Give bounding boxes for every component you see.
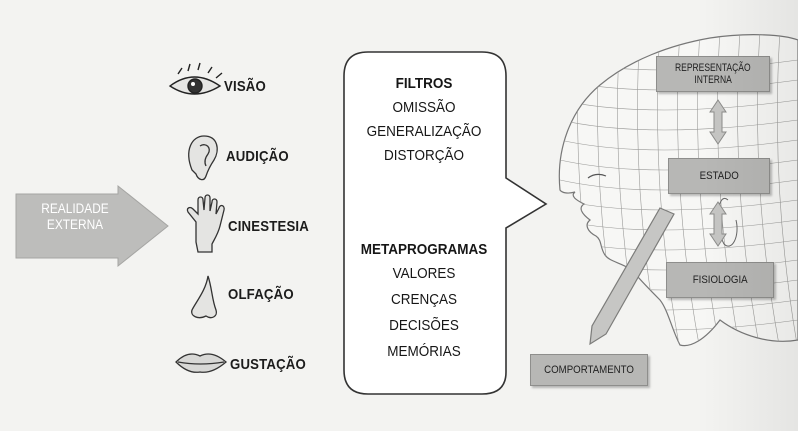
filter-item-crencas: CRENÇAS [390,291,458,308]
internal-representation-line2: INTERNA [694,74,732,86]
external-reality-line2: EXTERNA [46,216,104,232]
behavior-arrow [589,207,675,346]
filter-item-decisoes: DECISÕES [389,317,459,334]
sense-label-visao: VISÃO [224,78,266,95]
external-reality-label: REALIDADE EXTERNA [28,200,122,232]
filter-item-valores: VALORES [392,265,456,282]
physiology-box: FISIOLOGIA [666,262,774,298]
filter-box [343,51,548,395]
sense-label-cinestesia: CINESTESIA [228,218,309,235]
metaprogramas-heading: METAPROGRAMAS [360,241,488,258]
internal-representation-box: REPRESENTAÇÃO INTERNA [656,56,770,92]
nose-icon [191,275,218,319]
behavior-box: COMPORTAMENTO [530,354,648,386]
state-box: ESTADO [668,158,770,194]
filter-item-distorcao: DISTORÇÃO [383,147,465,164]
ear-icon [188,135,218,181]
external-reality-line1: REALIDADE [41,200,109,216]
state-label: ESTADO [699,170,739,182]
filter-item-omissao: OMISSÃO [392,99,456,116]
sense-label-audicao: AUDIÇÃO [226,148,289,165]
double-arrow-icon [709,201,727,247]
physiology-label: FISIOLOGIA [692,274,748,286]
filter-item-generalizacao: GENERALIZAÇÃO [366,123,482,140]
behavior-label: COMPORTAMENTO [544,364,634,376]
sense-label-gustacao: GUSTAÇÃO [230,356,306,373]
lips-icon [175,353,227,373]
internal-representation-line1: REPRESENTAÇÃO [675,62,751,74]
hand-icon [186,194,225,253]
sense-label-olfacao: OLFAÇÃO [228,286,294,303]
eye-icon [168,62,223,95]
double-arrow-icon [709,99,727,145]
filters-heading: FILTROS [395,75,453,92]
filter-item-memorias: MEMÓRIAS [387,343,461,360]
input-arrow [15,184,169,268]
